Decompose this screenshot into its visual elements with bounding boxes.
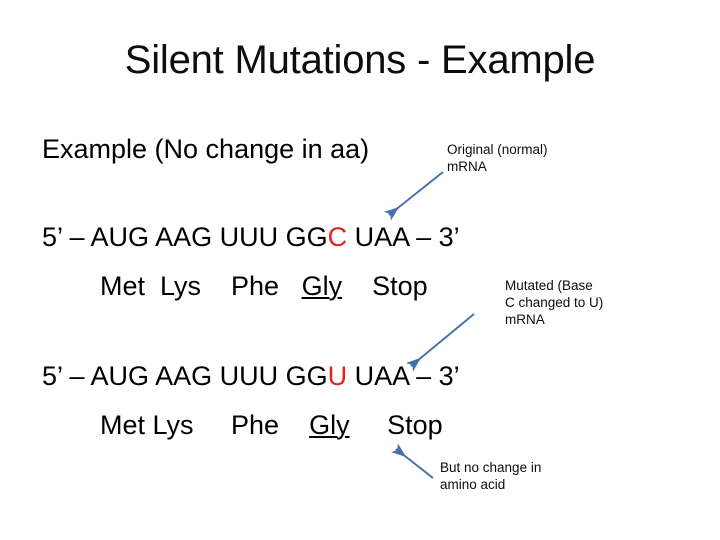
mutated-sequence-prefix: 5’ – AUG AAG UUU GG xyxy=(42,361,328,391)
arrow-to-original-icon xyxy=(384,171,444,221)
mutated-amino-acid-line: Met Lys Phe Gly Stop xyxy=(100,408,443,442)
callout-no-change-amino-acid: But no change in amino acid xyxy=(440,460,542,492)
original-amino-acids-post: Stop xyxy=(342,271,428,301)
original-amino-acids-pre: Met Lys Phe xyxy=(100,271,302,301)
original-amino-acid-line: Met Lys Phe Gly Stop xyxy=(100,269,428,303)
mutated-sequence-line: 5’ – AUG AAG UUU GGU UAA – 3’ xyxy=(42,359,460,393)
page-title: Silent Mutations - Example xyxy=(124,38,596,82)
original-base-highlight: C xyxy=(327,222,348,252)
lead-text: Example (No change in aa) xyxy=(42,134,370,164)
original-sequence-line: 5’ – AUG AAG UUU GGC UAA – 3’ xyxy=(42,220,460,254)
mutated-sequence-suffix: UAA – 3’ xyxy=(347,361,460,391)
callout-original-mrna: Original (normal) mRNA xyxy=(447,142,548,174)
mutated-amino-acid-gly: Gly xyxy=(309,410,350,440)
arrow-to-amino-acid-icon xyxy=(391,443,434,479)
original-amino-acid-gly: Gly xyxy=(301,271,343,301)
original-sequence-suffix: UAA – 3’ xyxy=(347,222,460,252)
mutated-base-highlight: U xyxy=(327,361,348,391)
callout-mutated-mrna: Mutated (Base C changed to U) mRNA xyxy=(505,278,604,327)
mutated-amino-acids-post: Stop xyxy=(349,410,443,440)
original-sequence-prefix: 5’ – AUG AAG UUU GG xyxy=(42,222,328,252)
mutated-amino-acids-pre: Met Lys Phe xyxy=(100,410,310,440)
